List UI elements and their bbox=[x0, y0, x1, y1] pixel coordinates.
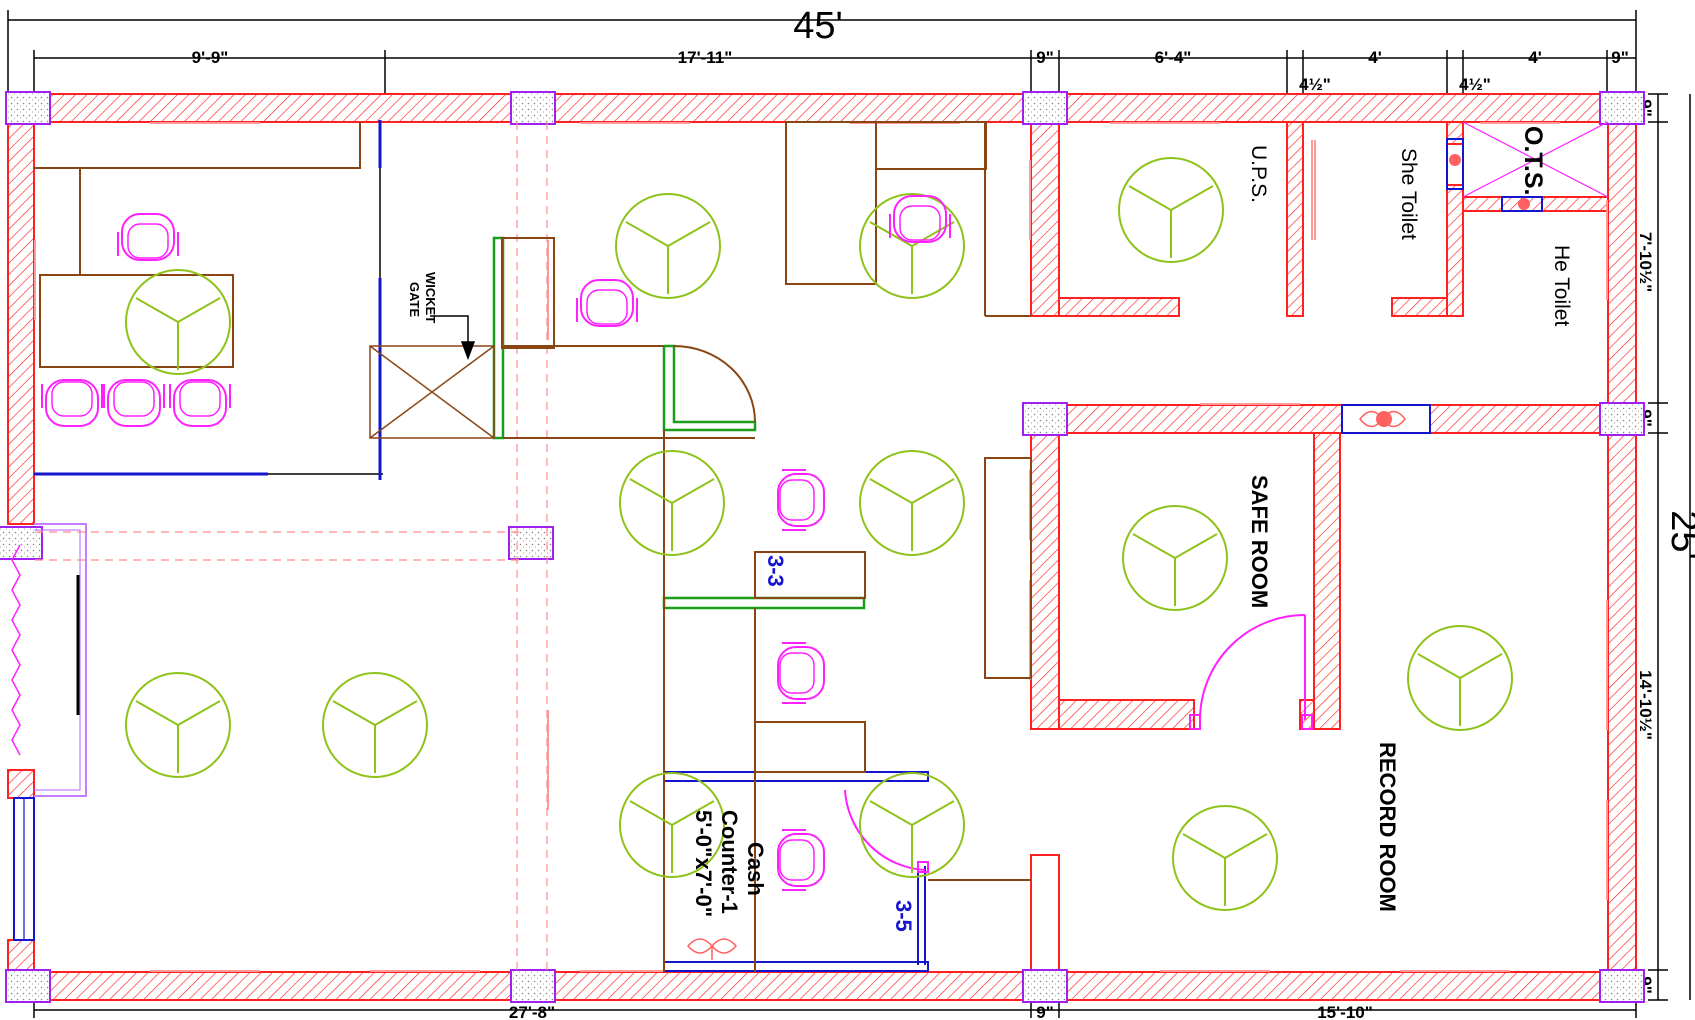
room-label-ups: U.P.S. bbox=[1247, 145, 1270, 203]
dimensions-right bbox=[1648, 93, 1691, 1001]
exhaust-fan-record bbox=[1359, 410, 1406, 428]
wicket-gate-label-2: GATE bbox=[407, 282, 422, 317]
top-dim-5: 4½" bbox=[1299, 75, 1331, 94]
top-dim-2: 17'-11" bbox=[678, 48, 733, 67]
light-fixtures bbox=[125, 157, 1513, 911]
bottom-dim-3: 15'-10" bbox=[1317, 1003, 1373, 1020]
cash-counter-label-1: Cash bbox=[743, 842, 768, 896]
right-dim-4: 14'-10½" bbox=[1636, 670, 1655, 740]
room-label-ots: O.T.S. bbox=[1519, 126, 1547, 195]
room-label-he-toilet: He Toilet bbox=[1550, 245, 1573, 326]
exhaust-fan-cash bbox=[687, 938, 737, 960]
glass-partitions bbox=[34, 120, 1543, 972]
interior-walls bbox=[1030, 93, 1609, 973]
cash-counter-label-3: 5'-0"x7'-0" bbox=[691, 810, 716, 917]
overall-depth-label: 25' bbox=[1663, 510, 1695, 560]
overall-width-label: 45' bbox=[793, 5, 843, 47]
furniture bbox=[34, 121, 1032, 972]
room-label-record-room: RECORD ROOM bbox=[1375, 742, 1400, 912]
top-dim-1: 9'-9" bbox=[192, 48, 229, 67]
ots-shaft bbox=[1462, 121, 1609, 198]
right-dim-2: 7'-10½" bbox=[1636, 232, 1655, 292]
top-dim-7: 4½" bbox=[1459, 75, 1491, 94]
bottom-dim-1: 27'-8" bbox=[509, 1003, 555, 1020]
top-dim-3: 9" bbox=[1036, 48, 1054, 67]
beam-lines bbox=[35, 122, 548, 972]
chairs bbox=[41, 195, 951, 891]
exhaust-fan-ots bbox=[1449, 154, 1530, 210]
left-glazing bbox=[11, 523, 87, 941]
counter-number-3-5: 3-5 bbox=[891, 900, 916, 932]
wicket-gate-arrow bbox=[430, 315, 476, 361]
bottom-dim-2: 9" bbox=[1036, 1003, 1054, 1020]
cash-counter-label-2: Counter-1 bbox=[717, 810, 742, 914]
top-dim-6: 4' bbox=[1368, 48, 1382, 67]
wicket-gate bbox=[369, 345, 495, 439]
counter-number-3-3: 3-3 bbox=[763, 555, 788, 587]
windows bbox=[34, 122, 1608, 972]
top-dim-8: 4' bbox=[1528, 48, 1542, 67]
top-dim-9: 9" bbox=[1611, 48, 1629, 67]
dimensions-top bbox=[7, 10, 1637, 95]
room-label-she-toilet: She Toilet bbox=[1397, 148, 1420, 240]
door-swings bbox=[844, 614, 1313, 873]
top-dim-4: 6'-4" bbox=[1155, 48, 1192, 67]
room-label-safe-room: SAFE ROOM bbox=[1247, 475, 1272, 608]
wicket-gate-label-1: WICKET bbox=[423, 272, 438, 323]
